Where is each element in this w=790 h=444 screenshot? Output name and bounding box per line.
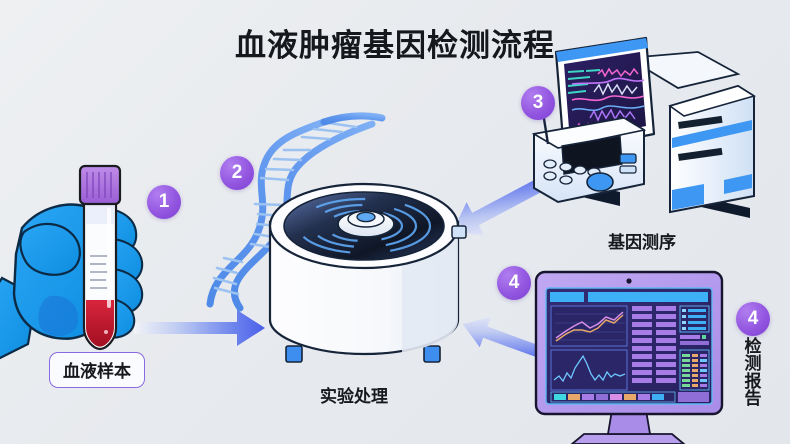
label-test-report-char-4: 告 — [744, 388, 762, 408]
arrow-sample-to-centrifuge — [134, 310, 265, 346]
gene-sequencer-icon — [529, 36, 756, 218]
arrow-sequencer-to-centrifuge — [452, 175, 550, 236]
dna-double-helix-icon — [206, 112, 386, 312]
label-test-report-char-3: 报 — [744, 371, 762, 391]
label-lab-processing: 实验处理 — [320, 387, 388, 406]
label-test-report: 检 测 报 告 — [742, 337, 764, 408]
step-badge-4: 4 — [497, 266, 531, 300]
label-blood-sample: 血液样本 — [49, 352, 145, 388]
blood-tube-in-gloved-hand-icon — [0, 164, 144, 360]
step-badge-3: 3 — [521, 86, 555, 120]
label-test-report-char-2: 测 — [744, 354, 762, 374]
label-test-report-char-1: 检 — [744, 337, 762, 356]
centrifuge-icon — [268, 182, 467, 363]
page-title: 血液肿瘤基因检测流程 — [235, 28, 555, 63]
step-badge-4-report: 4 — [736, 302, 770, 336]
report-monitor-icon — [534, 270, 724, 444]
label-gene-sequencing: 基因测序 — [608, 233, 676, 252]
step-badge-1: 1 — [147, 185, 181, 219]
arrow-report-to-centrifuge — [462, 317, 548, 360]
step-badge-2: 2 — [220, 156, 254, 190]
